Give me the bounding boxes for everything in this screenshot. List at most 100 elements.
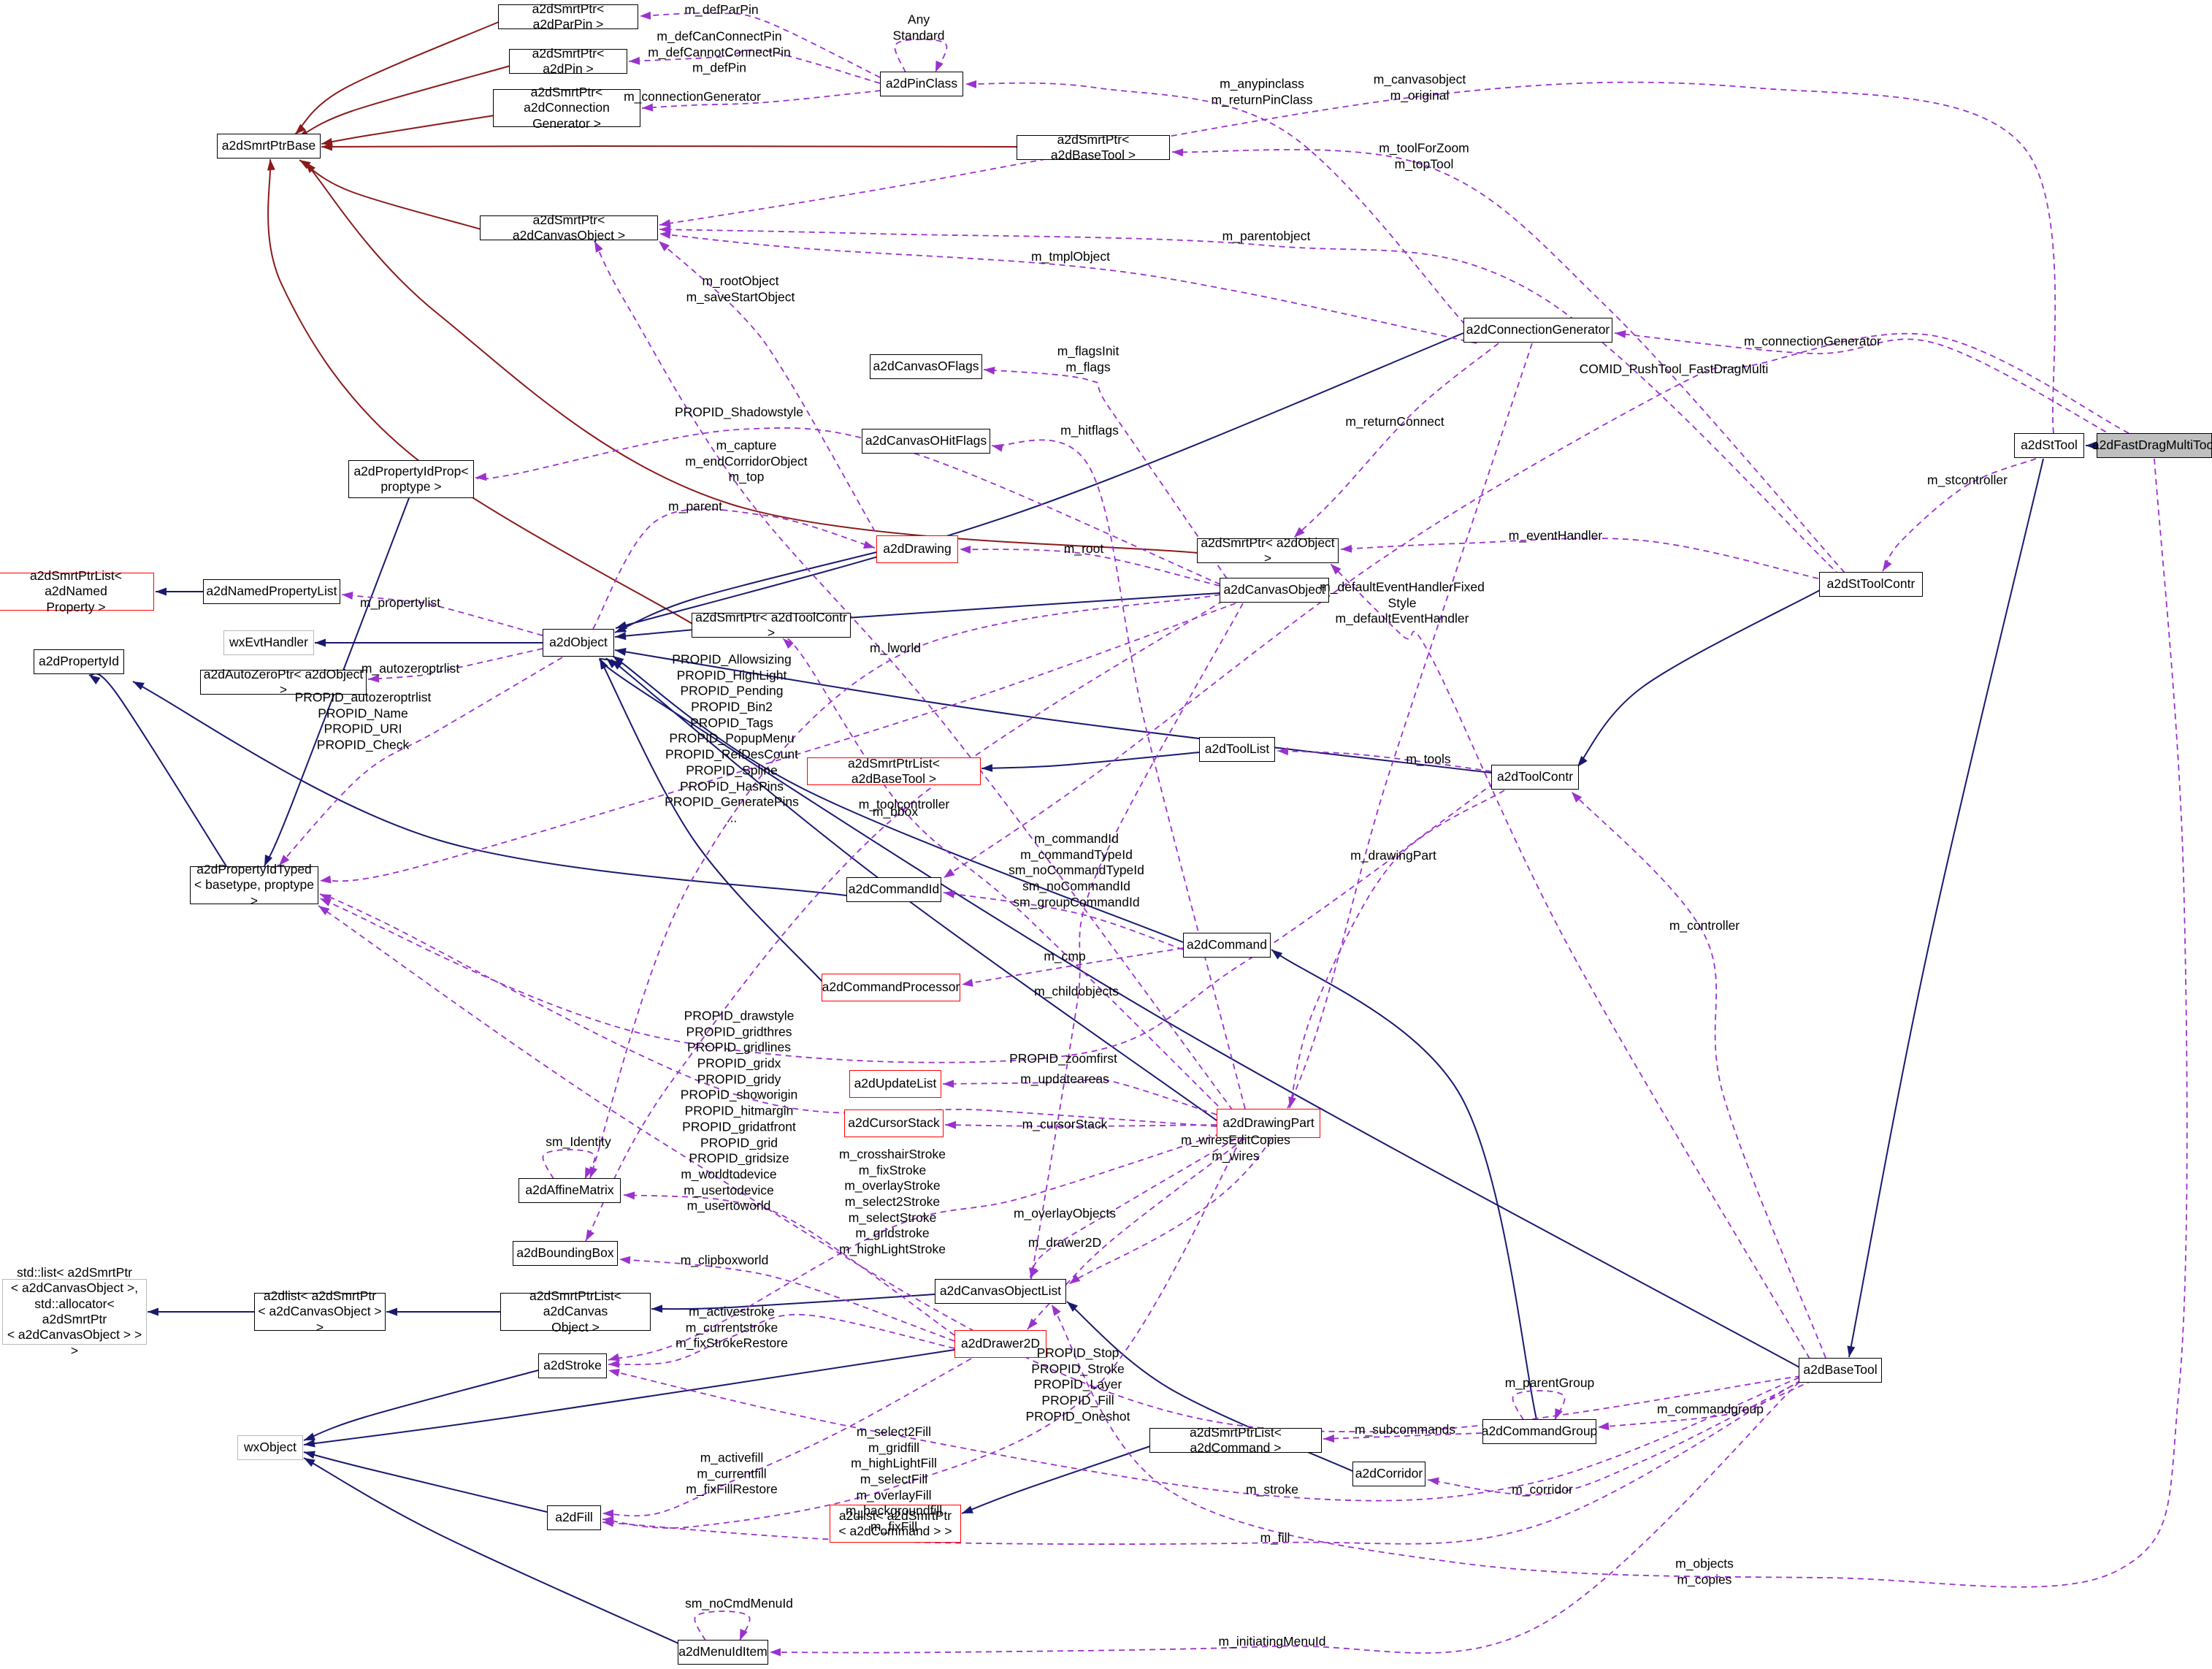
edge-command-cmdprocessor	[961, 947, 1184, 985]
class-node-a2dlist_command[interactable]: a2dlist< a2dSmrtPtr < a2dCommand > >	[830, 1505, 961, 1543]
class-node-splist_command[interactable]: a2dSmrtPtrList< a2dCommand >	[1149, 1425, 1322, 1455]
arrowhead	[1577, 755, 1588, 767]
class-node-propertyid[interactable]: a2dPropertyId	[34, 649, 124, 674]
class-node-canvasoflags[interactable]: a2dCanvasOFlags	[870, 354, 982, 379]
class-node-sp_basetool[interactable]: a2dSmrtPtr< a2dBaseTool >	[1017, 132, 1170, 162]
arrowhead	[304, 1451, 315, 1459]
arrowhead	[611, 660, 623, 670]
class-node-menuiditem[interactable]: a2dMenuIdItem	[678, 1640, 768, 1665]
edge-canvasobject-canvasobjlist	[1030, 603, 1244, 1280]
class-node-splist_namedprop[interactable]: a2dSmrtPtrList< a2dNamed Property >	[0, 568, 154, 614]
class-node-boundingbox[interactable]: a2dBoundingBox	[513, 1241, 618, 1266]
arrowhead	[602, 1519, 614, 1527]
arrowhead	[264, 855, 273, 866]
class-node-cursorstack[interactable]: a2dCursorStack	[844, 1110, 944, 1137]
class-node-propidtyped[interactable]: a2dPropertyIdTyped < basetype, proptype …	[190, 862, 318, 908]
class-node-namedproplist[interactable]: a2dNamedPropertyList	[203, 579, 340, 604]
class-node-conngen[interactable]: a2dConnectionGenerator	[1463, 318, 1612, 343]
edge-sp_toolcontr-smrtptrbase	[267, 159, 693, 625]
class-node-sttool[interactable]: a2dStTool	[2014, 433, 2084, 458]
arrowhead	[318, 906, 330, 916]
class-node-drawer2d[interactable]: a2dDrawer2D	[954, 1330, 1046, 1358]
class-node-autozeroptr[interactable]: a2dAutoZeroPtr< a2dObject >	[200, 667, 367, 697]
arrowhead	[1883, 559, 1892, 571]
arrowhead	[608, 1359, 620, 1368]
edge-toolcontr-drawingpart	[1289, 790, 1505, 1109]
arrowhead	[962, 979, 973, 987]
class-node-canvasohitflags[interactable]: a2dCanvasOHitFlags	[862, 429, 990, 454]
arrowhead	[1052, 1305, 1061, 1316]
class-node-propidprop[interactable]: a2dPropertyIdProp< proptype >	[348, 460, 474, 498]
edge-toolcontr-object	[614, 649, 1492, 774]
class-node-stdlist[interactable]: std::list< a2dSmrtPtr < a2dCanvasObject …	[2, 1265, 147, 1358]
class-node-a2dlist_canvasobj[interactable]: a2dlist< a2dSmrtPtr < a2dCanvasObject > …	[254, 1288, 386, 1334]
arrowhead	[1069, 1274, 1081, 1284]
arrowhead	[659, 231, 671, 239]
class-node-sp_parpin[interactable]: a2dSmrtPtr< a2dParPin >	[498, 1, 638, 31]
edge-canvasobject-drawing	[959, 549, 1220, 587]
arrowhead	[320, 898, 332, 906]
arrowhead	[616, 621, 627, 630]
class-node-fill[interactable]: a2dFill	[547, 1505, 601, 1530]
class-node-updatelist[interactable]: a2dUpdateList	[849, 1070, 941, 1098]
class-node-commandid[interactable]: a2dCommandId	[846, 877, 941, 902]
class-node-cmdprocessor[interactable]: a2dCommandProcessor	[822, 974, 960, 1001]
class-node-canvasobjlist[interactable]: a2dCanvasObjectList	[935, 1279, 1066, 1304]
arrowhead	[1572, 792, 1583, 803]
arrowhead	[304, 1458, 315, 1467]
edge-basetool-propidtyped	[318, 905, 1802, 1433]
class-node-affinematrix[interactable]: a2dAffineMatrix	[518, 1178, 621, 1203]
arrowhead	[962, 1505, 973, 1513]
edge-basetool-fill	[602, 1380, 1802, 1545]
arrowhead	[368, 674, 380, 683]
class-node-toolcontr[interactable]: a2dToolContr	[1491, 765, 1579, 790]
edge-stroke-wxobject	[303, 1370, 539, 1441]
class-node-sp_pin[interactable]: a2dSmrtPtr< a2dPin >	[509, 46, 627, 76]
arrowhead	[585, 1167, 593, 1179]
class-node-sp_toolcontr[interactable]: a2dSmrtPtr< a2dToolContr >	[692, 610, 851, 640]
edge-canvasobject-boundingbox	[585, 600, 1224, 1242]
arrowhead	[640, 11, 651, 20]
arrowhead	[586, 1229, 594, 1241]
arrowhead	[267, 159, 275, 171]
arrowhead	[295, 123, 306, 134]
class-node-command[interactable]: a2dCommand	[1183, 933, 1271, 958]
class-node-stroke[interactable]: a2dStroke	[538, 1353, 607, 1378]
edge-drawingpart-updatelist	[942, 1078, 1217, 1115]
class-node-commandgroup[interactable]: a2dCommandGroup	[1482, 1419, 1597, 1444]
arrowhead	[659, 225, 671, 234]
class-node-sttoolcontr[interactable]: a2dStToolContr	[1819, 572, 1923, 597]
class-node-wxobject[interactable]: wxObject	[237, 1435, 303, 1460]
class-node-corridor[interactable]: a2dCorridor	[1352, 1462, 1425, 1486]
class-node-fastdrag[interactable]: a2dFastDragMultiTool	[2092, 433, 2212, 458]
class-node-toollist[interactable]: a2dToolList	[1199, 737, 1275, 762]
edge-menuiditem-wxobject	[303, 1457, 679, 1644]
edge-sp_canvasobj-smrtptrbase	[299, 159, 482, 230]
class-node-drawingpart[interactable]: a2dDrawingPart	[1217, 1109, 1320, 1138]
class-node-sp_object[interactable]: a2dSmrtPtr< a2dObject >	[1197, 535, 1339, 565]
edge-drawingpart-propidtyped	[319, 893, 1217, 1127]
class-node-drawing[interactable]: a2dDrawing	[876, 535, 958, 563]
class-node-sp_conngen[interactable]: a2dSmrtPtr< a2dConnection Generator >	[493, 85, 640, 131]
class-node-smrtptrbase[interactable]: a2dSmrtPtrBase	[217, 134, 321, 159]
class-node-splist_canvasobj[interactable]: a2dSmrtPtrList< a2dCanvas Object >	[500, 1288, 651, 1334]
arrowhead	[1271, 950, 1283, 960]
edge-sp_parpin-smrtptrbase	[294, 21, 500, 135]
class-node-object[interactable]: a2dObject	[543, 629, 614, 657]
edge-corridor-canvasobjlist	[1066, 1301, 1353, 1472]
class-node-wxevthandler[interactable]: wxEvtHandler	[223, 630, 314, 655]
class-node-sp_canvasobj[interactable]: a2dSmrtPtr< a2dCanvasObject >	[480, 213, 658, 242]
edge-conngen-pinclass	[965, 82, 1466, 325]
class-node-basetool[interactable]: a2dBaseTool	[1799, 1358, 1882, 1383]
arrowhead	[608, 1353, 620, 1361]
class-node-splist_basetool[interactable]: a2dSmrtPtrList< a2dBaseTool >	[807, 756, 981, 786]
class-node-pinclass[interactable]: a2dPinClass	[880, 72, 963, 96]
edge-splist_command-a2dlist_command	[961, 1445, 1151, 1514]
arrowhead	[992, 443, 1003, 452]
arrowhead	[386, 1307, 397, 1316]
arrowhead	[475, 473, 487, 481]
edge-conngen-sp_object	[1293, 343, 1499, 538]
class-node-canvasobject[interactable]: a2dCanvasObject	[1220, 578, 1329, 603]
edge-basetool-toolcontr	[1571, 791, 1826, 1359]
edge-cmdprocessor-object	[599, 657, 823, 982]
